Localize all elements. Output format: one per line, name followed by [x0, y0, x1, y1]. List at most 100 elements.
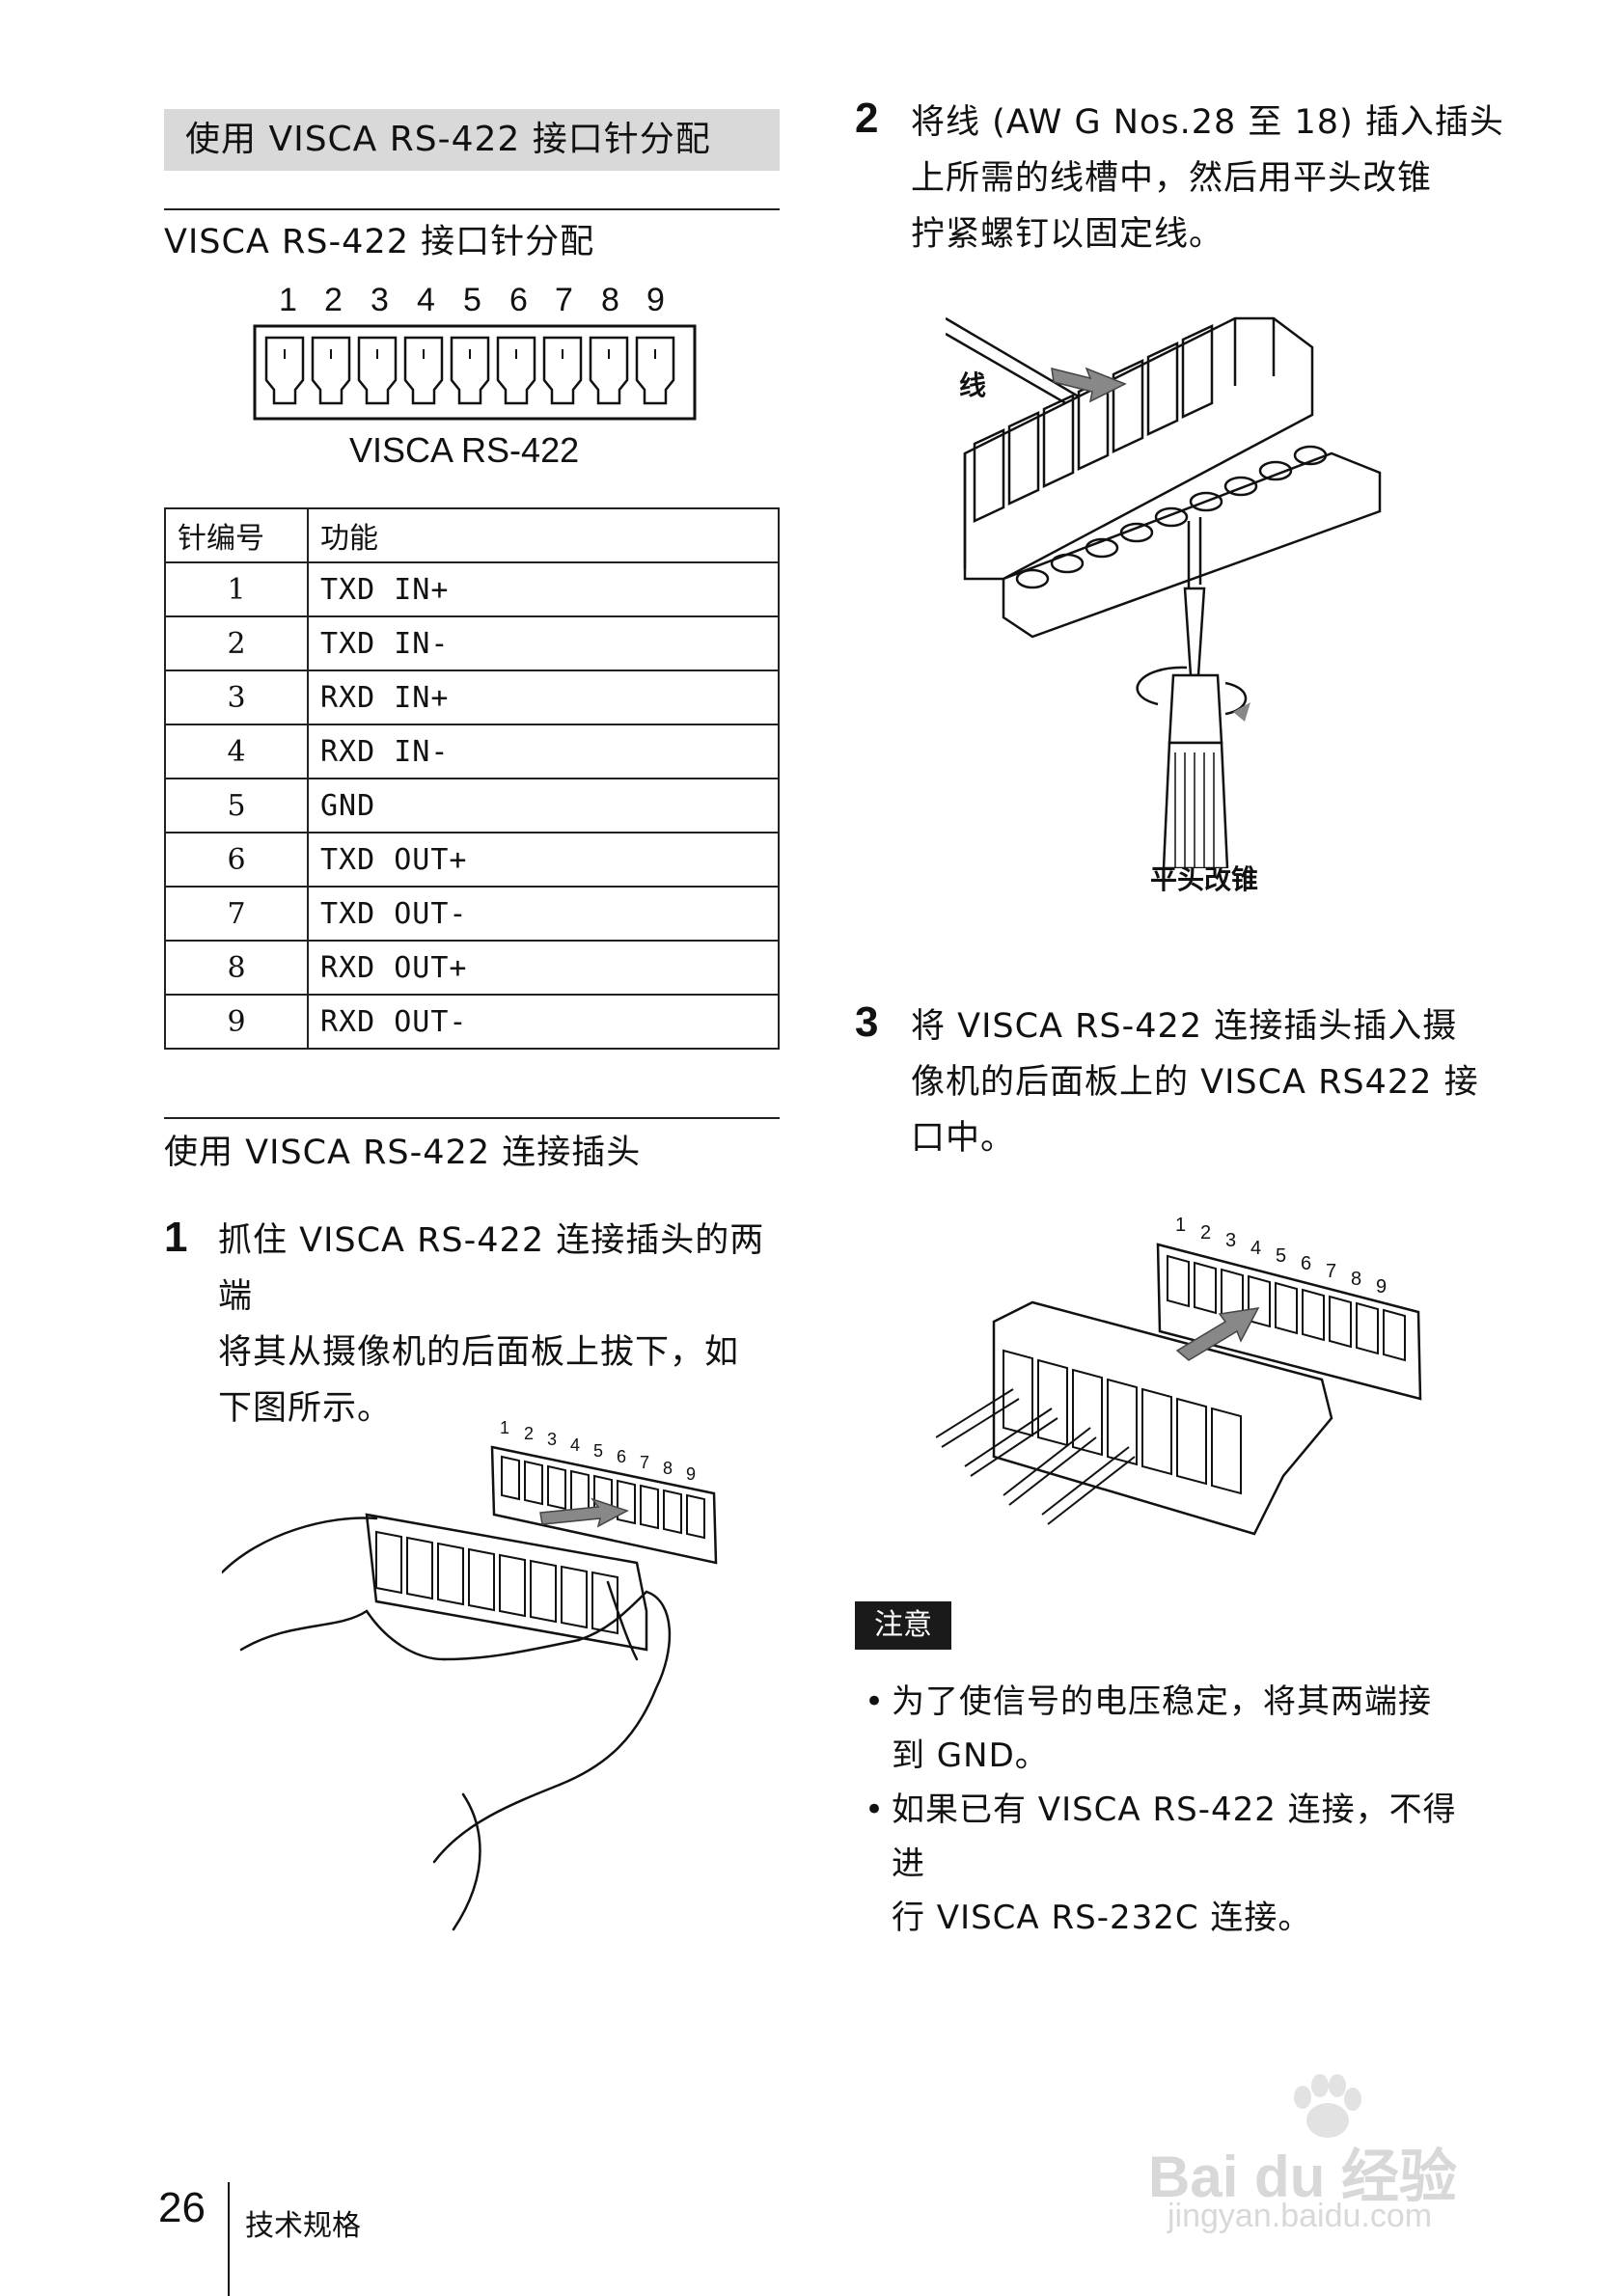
note-badge: 注意	[855, 1601, 951, 1650]
note-line: 为了使信号的电压稳定，将其两端接	[892, 1682, 1432, 1721]
pin-number-label: 5	[463, 282, 481, 318]
pin-cell: 6	[164, 832, 309, 888]
function-cell: GND	[307, 778, 780, 834]
pin-number-label: 8	[601, 282, 619, 318]
function-cell: TXD IN+	[307, 561, 780, 617]
bullet-dot-icon: •	[865, 1682, 886, 1721]
pin-number-label: 7	[555, 282, 573, 318]
table-header: 针编号	[164, 507, 309, 563]
pin-cell: 2	[164, 615, 309, 671]
table-header: 功能	[307, 507, 780, 563]
svg-text:8: 8	[663, 1459, 673, 1478]
step-number: 2	[855, 95, 879, 142]
svg-text:2: 2	[524, 1424, 534, 1443]
pin-cell: 1	[164, 561, 309, 617]
pin-number-label: 6	[509, 282, 528, 318]
paw-logo-icon	[1294, 2074, 1361, 2138]
usage-heading: 使用 VISCA RS-422 连接插头	[164, 1134, 642, 1172]
section-title: 使用 VISCA RS-422 接口针分配	[164, 109, 780, 171]
svg-text:1: 1	[1175, 1215, 1186, 1236]
svg-text:4: 4	[1250, 1238, 1261, 1259]
step-number: 1	[164, 1214, 188, 1261]
svg-text:4: 4	[570, 1435, 580, 1455]
connector-label: VISCA RS-422	[349, 430, 580, 470]
function-cell: RXD IN-	[307, 724, 780, 779]
svg-text:7: 7	[640, 1453, 649, 1472]
function-cell: TXD OUT+	[307, 832, 780, 888]
pin-number-label: 3	[371, 282, 389, 318]
watermark: Bai du 经验 jingyan.baidu.com	[1148, 2074, 1553, 2238]
footer-section: 技术规格	[245, 2209, 361, 2243]
function-cell: RXD OUT+	[307, 940, 780, 996]
step-text: 将 VISCA RS-422 连接插头插入摄 像机的后面板上的 VISCA RS…	[911, 998, 1509, 1166]
function-cell: TXD IN-	[307, 615, 780, 671]
pin-cell: 3	[164, 670, 309, 725]
function-cell: TXD OUT-	[307, 886, 780, 942]
svg-text:2: 2	[1200, 1222, 1211, 1244]
svg-text:9: 9	[1376, 1276, 1387, 1298]
svg-text:7: 7	[1326, 1261, 1336, 1282]
step-line: 像机的后面板上的 VISCA RS422 接	[911, 1063, 1479, 1102]
step-line: 上所需的线槽中，然后用平头改锥	[911, 159, 1433, 198]
svg-text:3: 3	[1225, 1230, 1236, 1251]
pin-assignment-heading: VISCA RS-422 接口针分配	[164, 223, 595, 261]
watermark-url: jingyan.baidu.com	[1168, 2198, 1433, 2234]
step-line: 将 VISCA RS-422 连接插头插入摄	[911, 1007, 1458, 1046]
step-text: 将线 (AW G Nos.28 至 18) 插入插头 上所需的线槽中，然后用平头…	[911, 95, 1509, 262]
wire-label: 线	[959, 369, 987, 401]
divider	[164, 208, 780, 210]
svg-text:6: 6	[1301, 1253, 1311, 1274]
svg-text:6: 6	[617, 1447, 626, 1466]
note-line: 如果已有 VISCA RS-422 连接，不得进	[892, 1790, 1457, 1883]
watermark-brand: Bai du 经验	[1148, 2145, 1458, 2209]
footer-rule	[228, 2182, 230, 2296]
pin-cell: 5	[164, 778, 309, 834]
note-bullet: • 为了使信号的电压稳定，将其两端接 到 GND。	[861, 1675, 1488, 1783]
note-line: 行 VISCA RS-232C 连接。	[892, 1899, 1312, 1937]
note-list: • 为了使信号的电压稳定，将其两端接 到 GND。 • 如果已有 VISCA R…	[861, 1675, 1488, 1945]
connector-diagram: 1 2 3 4 5 6 7 8 9 VISCA RS-422	[253, 282, 697, 475]
svg-text:3: 3	[547, 1430, 557, 1449]
connector-socket-icon	[253, 324, 697, 421]
step-line: 将其从摄像机的后面板上拔下，如	[218, 1333, 740, 1372]
step-line: 口中。	[911, 1119, 1016, 1158]
pin-number-label: 1	[279, 282, 297, 318]
table-header-row: 针编号 功能	[164, 507, 780, 563]
wire-insertion-illustration	[946, 316, 1382, 868]
function-cell: RXD OUT-	[307, 994, 780, 1050]
page-number: 26	[158, 2184, 206, 2231]
step-line: 抓住 VISCA RS-422 连接插头的两端	[218, 1221, 765, 1316]
bullet-dot-icon: •	[865, 1790, 886, 1829]
step-number: 3	[855, 998, 879, 1046]
step-line: 下图所示。	[218, 1389, 393, 1428]
step-line: 拧紧螺钉以固定线。	[911, 215, 1224, 254]
svg-text:9: 9	[686, 1464, 696, 1484]
step-text: 抓住 VISCA RS-422 连接插头的两端 将其从摄像机的后面板上拔下，如 …	[218, 1213, 797, 1436]
svg-text:8: 8	[1351, 1269, 1361, 1290]
svg-text:5: 5	[593, 1441, 603, 1461]
screwdriver-label: 平头改锥	[1150, 863, 1259, 895]
pin-number-label: 4	[417, 282, 435, 318]
svg-text:5: 5	[1276, 1245, 1286, 1267]
pin-cell: 4	[164, 724, 309, 779]
pin-number-label: 2	[324, 282, 343, 318]
function-cell: RXD IN+	[307, 670, 780, 725]
note-line: 到 GND。	[892, 1736, 1049, 1775]
svg-text:1: 1	[500, 1418, 509, 1437]
note-bullet: • 如果已有 VISCA RS-422 连接，不得进 行 VISCA RS-23…	[861, 1783, 1488, 1945]
divider	[164, 1117, 780, 1119]
step-line: 将线 (AW G Nos.28 至 18) 插入插头	[911, 103, 1504, 142]
pin-cell: 9	[164, 994, 309, 1050]
